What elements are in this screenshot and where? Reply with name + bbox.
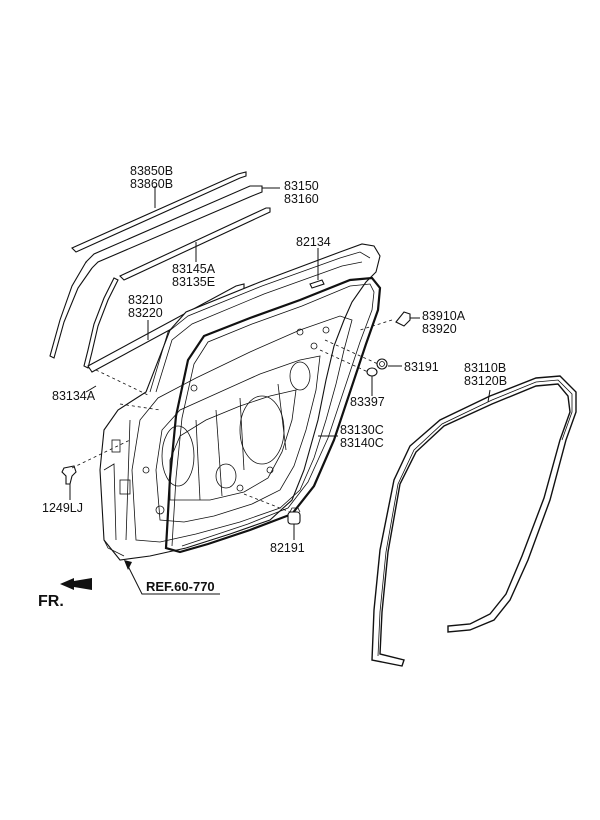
weatherstrip-83110B: [371, 375, 577, 667]
label-83860B: 83860B: [130, 177, 173, 191]
label-83920: 83920: [422, 322, 457, 336]
label-83134A: 83134A: [52, 389, 96, 403]
clip-82134: [309, 279, 325, 289]
label-83191: 83191: [404, 360, 439, 374]
plug-83191: [376, 358, 388, 370]
label-83210: 83210: [128, 293, 163, 307]
label-83160: 83160: [284, 192, 319, 206]
label-1249LJ: 1249LJ: [42, 501, 83, 515]
label-83140C: 83140C: [340, 436, 384, 450]
label-83910A: 83910A: [422, 309, 466, 323]
molding-83145A: [119, 207, 271, 281]
bracket-83910A: [395, 311, 411, 327]
molding-83150: [49, 185, 263, 359]
label-83110B: 83110B: [464, 361, 506, 375]
front-label: FR.: [38, 593, 64, 610]
label-83150: 83150: [284, 179, 319, 193]
ref-label: REF.60-770: [146, 579, 215, 594]
front-arrow-icon: [60, 578, 92, 590]
weatherstrip-83130C: [164, 276, 382, 554]
label-83120B: 83120B: [464, 374, 507, 388]
part-labels: 83850B 83860B 83150 83160 82134 83145A 8…: [38, 164, 507, 610]
clip-1249LJ: [61, 465, 77, 485]
label-83135E: 83135E: [172, 275, 215, 289]
leader-lines: [69, 186, 491, 595]
label-83145A: 83145A: [172, 262, 216, 276]
label-83130C: 83130C: [340, 423, 384, 437]
plug-83397: [366, 367, 378, 377]
channel-83134A: [83, 277, 119, 369]
label-82191: 82191: [270, 541, 305, 555]
label-83397: 83397: [350, 395, 385, 409]
label-82134: 82134: [296, 235, 331, 249]
belt-molding-83850B: [71, 171, 247, 253]
label-83220: 83220: [128, 306, 163, 320]
label-83850B: 83850B: [130, 164, 173, 178]
